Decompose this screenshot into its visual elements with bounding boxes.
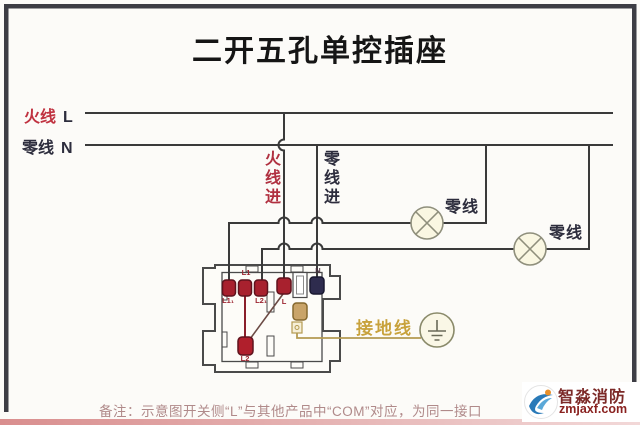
lamp2-neutral-wire xyxy=(546,145,590,250)
terminal-label-l: L xyxy=(281,297,287,306)
lamp1-neutral-wire xyxy=(443,145,487,224)
terminal-l2 xyxy=(237,336,254,356)
device-inner-frame xyxy=(221,271,323,363)
page-title: 二开五孔单控插座 xyxy=(192,35,448,68)
footnote: 备注：示意图开关侧“L”与其他产品中“COM”对应，为同一接口 xyxy=(99,404,482,419)
brand-logo-icon xyxy=(524,385,558,419)
lamp2-neutral-label: 零线 xyxy=(549,225,584,242)
live-word: 火线 xyxy=(24,109,57,126)
neutral-letter: N xyxy=(61,140,73,157)
terminal-label-l1: L1 xyxy=(241,268,251,277)
terminal-n xyxy=(309,276,325,295)
live-letter: L xyxy=(63,109,73,126)
live-bus-label: 火线 L xyxy=(24,103,73,127)
neutral-bus-label: 零线 N xyxy=(22,134,73,158)
terminal-l2-1 xyxy=(253,279,269,297)
ground-wire xyxy=(291,321,421,339)
lamp2-switched-wire xyxy=(261,242,514,280)
lamp1-neutral-label: 零线 xyxy=(445,199,480,216)
lamp-1 xyxy=(410,206,444,240)
terminal-ground xyxy=(292,302,308,321)
circuit-wires xyxy=(85,112,613,280)
terminal-label-l2: L2 xyxy=(240,354,250,363)
live-in-wire xyxy=(277,113,285,278)
earth-symbol xyxy=(419,312,455,348)
lamp1-switched-wire xyxy=(228,216,411,280)
brand-name: 智淼消防 xyxy=(558,389,627,406)
link-l-to-l2 xyxy=(249,293,284,340)
terminal-label-n: N xyxy=(315,266,321,275)
live-in-label: 火线进 xyxy=(262,150,279,207)
terminal-l-com xyxy=(276,277,292,295)
page-border xyxy=(0,4,640,425)
terminal-label-l2-1: L2₁ xyxy=(255,296,267,305)
brand-site: zmjaxf.com xyxy=(559,402,628,416)
lamp-2 xyxy=(513,232,547,266)
neutral-word: 零线 xyxy=(22,140,55,157)
device-terminals xyxy=(221,276,325,356)
terminal-label-l1-1: L1₁ xyxy=(222,296,234,305)
terminal-l1-1 xyxy=(221,279,237,297)
terminal-l1 xyxy=(237,279,253,297)
neutral-in-label: 零线进 xyxy=(321,150,338,207)
ground-wire-label: 接地线 xyxy=(356,319,413,338)
bottom-pink-band xyxy=(0,419,640,425)
